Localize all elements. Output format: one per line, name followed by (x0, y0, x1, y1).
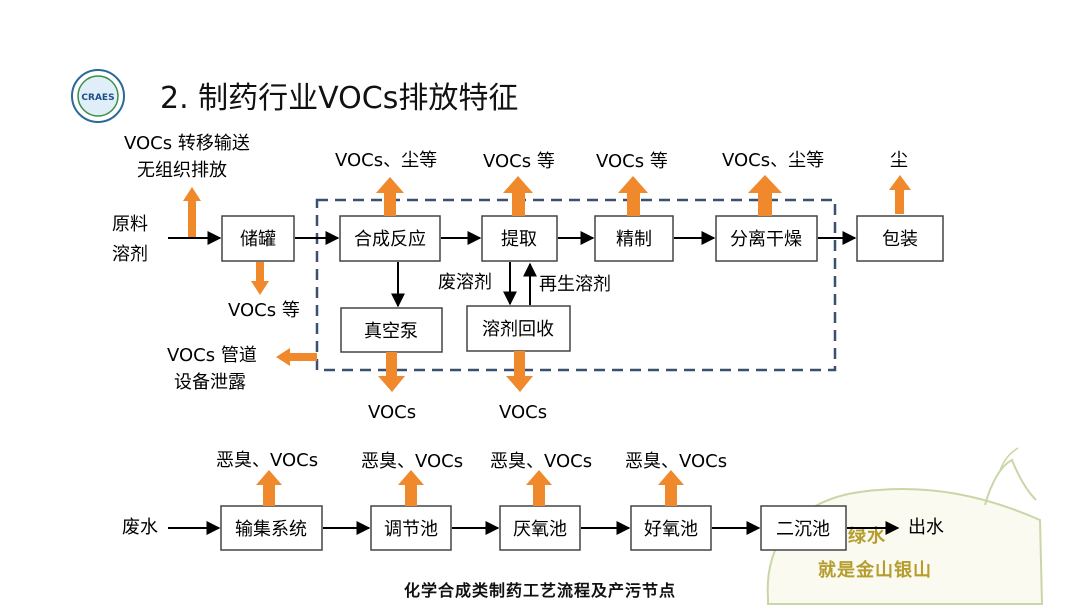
collection-system-box: 输集系统 (220, 505, 323, 551)
anaerobic-emission-label: 恶臭、VOCs (490, 451, 592, 472)
diagram-caption: 化学合成类制药工艺流程及产污节点 (404, 581, 676, 600)
storage-tank-box: 储罐 (221, 215, 295, 262)
synthesis-label: 合成反应 (354, 229, 426, 250)
secondary-clarifier-box: 二沉池 (760, 505, 847, 551)
extraction-emission-label: VOCs 等 (483, 151, 555, 172)
vacuum-pump-emission-label: VOCs (368, 402, 416, 423)
secondary-clarifier-label: 二沉池 (776, 519, 830, 540)
separation-drying-box: 分离干燥 (715, 215, 818, 262)
collection-emission-arrow (256, 470, 282, 506)
transfer-emission-arrow (183, 187, 201, 237)
transfer-note-line2: 无组织排放 (137, 160, 227, 181)
vacuum-pump-box: 真空泵 (340, 307, 443, 353)
regulating-emission-arrow (398, 470, 424, 506)
process-boundary (315, 198, 837, 372)
vacuum-pump-emission-arrow (378, 352, 405, 392)
transfer-note-line1: VOCs 转移输送 (124, 133, 250, 154)
aerobic-emission-arrow (658, 470, 684, 506)
synthesis-emission-arrow (376, 177, 404, 216)
aerobic-tank-label: 好氧池 (644, 519, 698, 540)
synthesis-box: 合成反应 (339, 215, 441, 262)
input-solvent: 溶剂 (112, 244, 148, 265)
watermark-line2: 就是金山银山 (818, 559, 932, 581)
storage-emission-label: VOCs 等 (228, 300, 300, 321)
regenerated-solvent-label: 再生溶剂 (539, 274, 611, 295)
separation-emission-label: VOCs、尘等 (722, 150, 824, 171)
waste-solvent-label: 废溶剂 (438, 272, 492, 293)
wastewater-input-label: 废水 (122, 517, 158, 538)
vacuum-pump-label: 真空泵 (364, 321, 418, 342)
extraction-emission-arrow (503, 176, 533, 216)
refining-box: 精制 (594, 215, 674, 262)
separation-drying-label: 分离干燥 (730, 229, 802, 250)
leak-emission-arrow (276, 348, 317, 366)
separation-emission-arrow (748, 175, 782, 216)
regulating-tank-label: 调节池 (384, 519, 438, 540)
craes-logo: CRAES (71, 69, 125, 123)
solvent-recovery-emission-label: VOCs (499, 402, 547, 423)
refining-emission-label: VOCs 等 (596, 151, 668, 172)
solvent-recovery-label: 溶剂回收 (482, 319, 554, 340)
packaging-emission-label: 尘 (890, 150, 908, 171)
leak-note-line2: 设备泄露 (174, 372, 246, 393)
solvent-recovery-emission-arrow (506, 351, 533, 392)
effluent-output-label: 出水 (908, 517, 944, 538)
collection-system-label: 输集系统 (235, 519, 307, 540)
refining-emission-arrow (618, 176, 648, 216)
extraction-box: 提取 (481, 215, 558, 262)
packaging-label: 包装 (882, 229, 918, 250)
anaerobic-emission-arrow (526, 470, 552, 506)
solvent-recovery-box: 溶剂回收 (466, 305, 571, 352)
leak-note-line1: VOCs 管道 (167, 345, 257, 366)
input-raw-material: 原料 (112, 214, 148, 235)
regulating-emission-label: 恶臭、VOCs (361, 451, 463, 472)
refining-label: 精制 (616, 229, 652, 250)
regulating-tank-box: 调节池 (370, 505, 452, 551)
extraction-label: 提取 (501, 229, 537, 250)
storage-tank-label: 储罐 (240, 229, 276, 250)
watermark-line1: 绿水 (848, 525, 886, 547)
aerobic-tank-box: 好氧池 (630, 505, 712, 551)
packaging-box: 包装 (856, 215, 944, 262)
aerobic-emission-label: 恶臭、VOCs (625, 451, 727, 472)
storage-emission-arrow (251, 262, 269, 295)
anaerobic-tank-box: 厌氧池 (499, 505, 581, 551)
collection-emission-label: 恶臭、VOCs (216, 450, 318, 471)
slide-title: 2. 制药行业VOCs排放特征 (160, 81, 518, 116)
packaging-emission-arrow (889, 175, 911, 214)
anaerobic-tank-label: 厌氧池 (513, 519, 567, 540)
logo-text: CRAES (81, 93, 114, 103)
synthesis-emission-label: VOCs、尘等 (335, 150, 437, 171)
